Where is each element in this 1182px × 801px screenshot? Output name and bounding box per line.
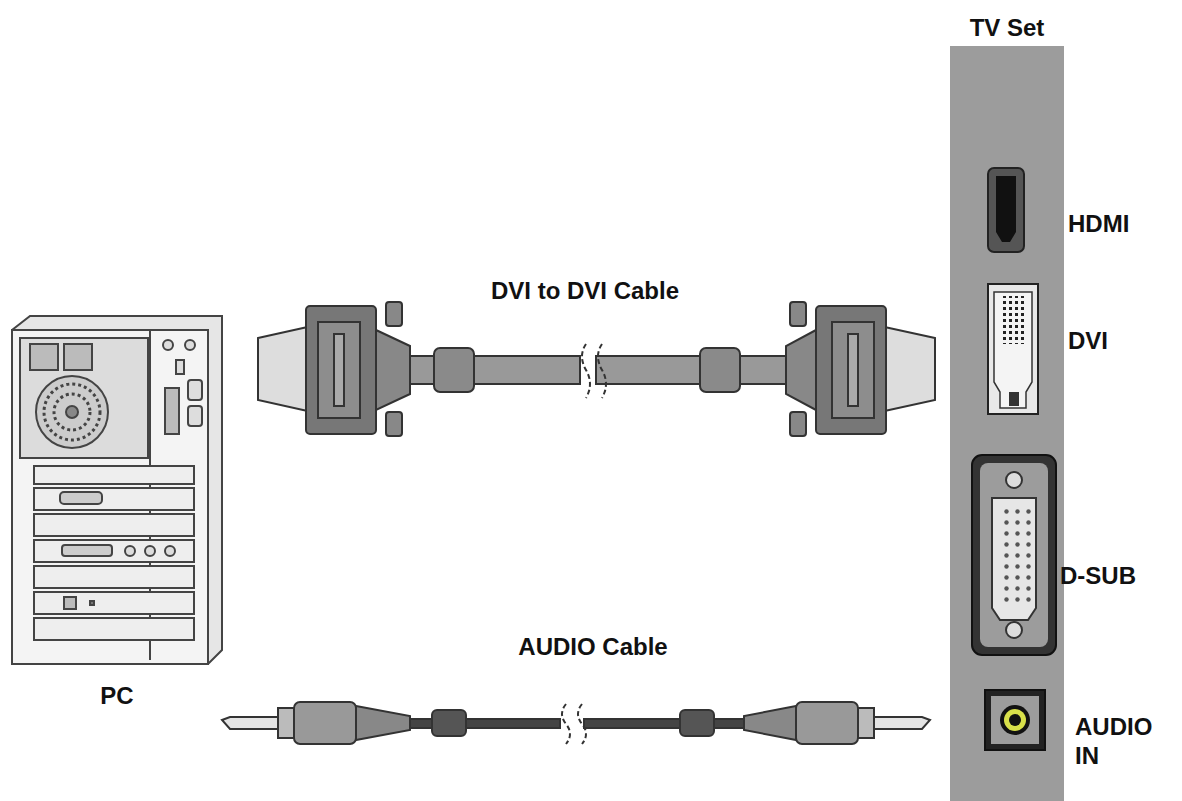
- tv-set-heading: TV Set: [970, 14, 1045, 42]
- pc-tower: [12, 316, 222, 664]
- pc-label: PC: [100, 682, 133, 710]
- pc-node: PC: [10, 312, 224, 712]
- port-label: D-SUB: [1060, 562, 1178, 591]
- tv-panel: [950, 46, 1064, 801]
- port-label: DVI: [1068, 327, 1178, 356]
- cable-label: DVI to DVI Cable: [491, 277, 679, 306]
- port-label: HDMI: [1068, 210, 1178, 239]
- tv-set-node: TV Set: [950, 6, 1064, 801]
- audio-cable: [222, 702, 930, 744]
- port-label: AUDIO IN: [1075, 713, 1175, 771]
- dvi-cable: [258, 302, 935, 436]
- cable-label: AUDIO Cable: [518, 633, 667, 662]
